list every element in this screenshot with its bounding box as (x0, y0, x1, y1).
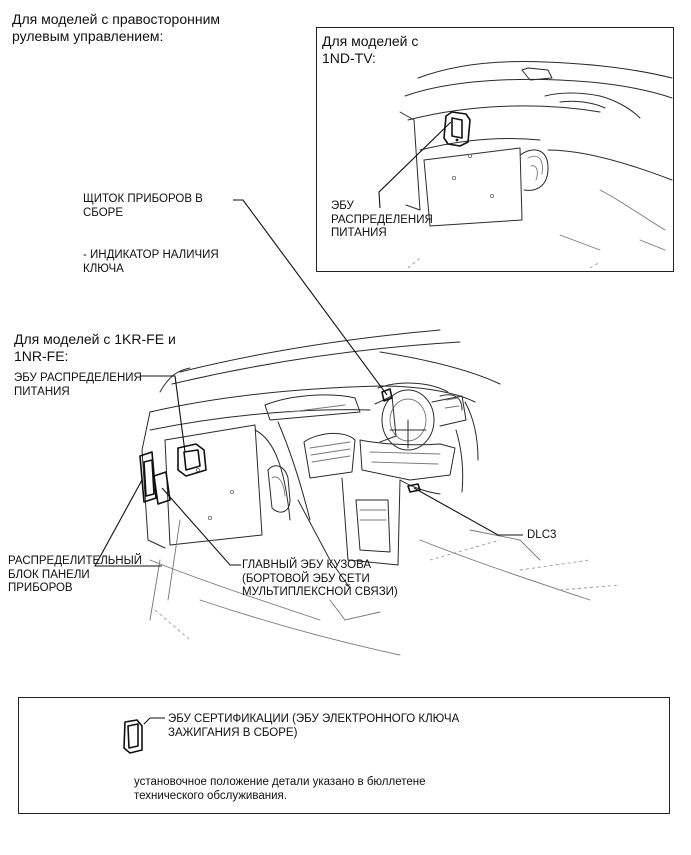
meter-line1: ЩИТОК ПРИБОРОВ В (83, 193, 203, 205)
body-ecu-line2: (БОРТОВОЙ ЭБУ СЕТИ (242, 572, 370, 585)
body-ecu-line3: МУЛЬТИПЛЕКСНОЙ СВЯЗИ) (242, 586, 398, 599)
rhd-note-line2: рулевым управлением: (12, 27, 164, 44)
key-indicator-label: - ИНДИКАТОР НАЛИЧИЯ КЛЮЧА (83, 249, 219, 276)
inset-ecu-line1: ЭБУ (331, 200, 354, 212)
rhd-note: Для моделей с правосторонним рулевым упр… (12, 11, 220, 44)
key-indicator-line1: - ИНДИКАТОР НАЛИЧИЯ (83, 249, 219, 261)
meter-line2: СБОРЕ (83, 206, 124, 219)
inset-title-line1: Для моделей с (322, 33, 419, 49)
engine-note-line2: 1NR-FE: (14, 347, 69, 364)
inset-dashboard-drawing (399, 61, 673, 269)
service-note-line2: технического обслуживания. (134, 789, 287, 802)
rhd-note-line1: Для моделей с правосторонним (12, 11, 221, 27)
junction-line1: РАСПРЕДЕЛИТЕЛЬНЫЙ (8, 555, 143, 567)
inset-ecu-line3: ПИТАНИЯ (331, 227, 387, 240)
inset-title: Для моделей с 1ND-TV: (322, 33, 418, 66)
leader-lines (94, 121, 523, 725)
dlc3-label: DLC3 (527, 529, 557, 541)
service-note-line1: установочное положение детали указано в … (134, 776, 426, 788)
main-dashboard-drawing (139, 329, 621, 656)
junction-block-label: РАСПРЕДЕЛИТЕЛЬНЫЙ БЛОК ПАНЕЛИ ПРИБОРОВ (8, 555, 142, 596)
inset-ecu-line2: РАСПРЕДЕЛЕНИЯ (331, 213, 433, 226)
certification-line1: ЭБУ СЕРТИФИКАЦИИ (ЭБУ ЭЛЕКТРОННОГО КЛЮЧА (168, 713, 460, 725)
engine-note-line1: Для моделей с 1KR-FE и (14, 331, 176, 347)
body-ecu-line1: ГЛАВНЫЙ ЭБУ КУЗОВА (242, 559, 372, 571)
inset-title-line2: 1ND-TV: (322, 49, 376, 66)
inset-frame-1nd-tv (316, 27, 674, 272)
certification-line2: ЗАЖИГАНИЯ В СБОРЕ) (168, 726, 298, 739)
main-body-ecu-label: ГЛАВНЫЙ ЭБУ КУЗОВА (БОРТОВОЙ ЭБУ СЕТИ МУ… (242, 559, 398, 600)
legend-frame (18, 697, 670, 814)
inset-ecu-label: ЭБУ РАСПРЕДЕЛЕНИЯ ПИТАНИЯ (331, 200, 433, 241)
meter-label: ЩИТОК ПРИБОРОВ В СБОРЕ (83, 193, 203, 220)
power-ecu-line2: ПИТАНИЯ (14, 385, 70, 398)
junction-line2: БЛОК ПАНЕЛИ (8, 568, 90, 581)
junction-line3: ПРИБОРОВ (8, 582, 73, 595)
service-bulletin-note: установочное положение детали указано в … (134, 776, 426, 803)
engine-note: Для моделей с 1KR-FE и 1NR-FE: (14, 331, 176, 364)
certification-ecu-icon (123, 719, 143, 754)
certification-ecu-label: ЭБУ СЕРТИФИКАЦИИ (ЭБУ ЭЛЕКТРОННОГО КЛЮЧА… (168, 713, 459, 740)
power-ecu-line1: ЭБУ РАСПРЕДЕЛЕНИЯ (14, 372, 142, 384)
key-indicator-line2: КЛЮЧА (83, 262, 124, 275)
power-distribution-ecu-label: ЭБУ РАСПРЕДЕЛЕНИЯ ПИТАНИЯ (14, 372, 142, 399)
